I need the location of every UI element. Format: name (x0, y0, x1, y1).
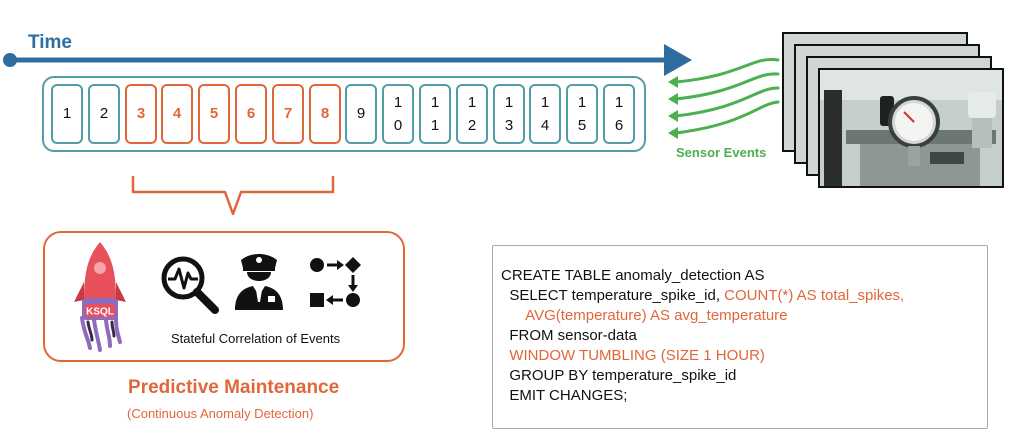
query-segment: FROM sensor-data (501, 327, 637, 344)
anomaly-magnifier-icon (161, 256, 219, 314)
event-slot-number: 1 0 (393, 93, 403, 134)
event-slot-number: 5 (209, 105, 219, 123)
query-line: SELECT temperature_spike_id, COUNT(*) AS… (501, 286, 979, 306)
event-slot: 5 (198, 84, 230, 144)
event-slot: 1 4 (529, 84, 561, 144)
query-code: CREATE TABLE anomaly_detection AS SELECT… (501, 266, 979, 406)
event-slot-number: 4 (172, 105, 182, 123)
stateful-correlation-label: Stateful Correlation of Events (171, 331, 341, 346)
event-slot-number: 3 (136, 105, 146, 123)
query-segment: WINDOW TUMBLING (SIZE 1 HOUR) (501, 347, 765, 364)
event-slot: 1 (51, 84, 83, 144)
ksql-logo-text: KSQL (86, 307, 114, 318)
time-label: Time (28, 32, 73, 53)
event-slot-number: 8 (320, 105, 330, 123)
event-slot: 1 0 (382, 84, 414, 144)
query-line: GROUP BY temperature_spike_id (501, 366, 979, 386)
event-slot-number: 1 (62, 105, 72, 123)
event-slot-number: 1 5 (577, 93, 587, 134)
event-slot: 7 (272, 84, 304, 144)
event-slot: 6 (235, 84, 267, 144)
event-slot-number: 1 4 (540, 93, 550, 134)
sensor-photo-gauge (818, 68, 1004, 188)
pressure-gauge-icon (820, 70, 1002, 186)
event-slot-number: 1 2 (467, 93, 477, 134)
ksql-query-box: CREATE TABLE anomaly_detection AS SELECT… (492, 245, 988, 429)
query-line: FROM sensor-data (501, 326, 979, 346)
event-slot: 8 (309, 84, 341, 144)
sensor-event-arrows (668, 57, 780, 139)
event-slot: 1 5 (566, 84, 598, 144)
query-segment: GROUP BY temperature_spike_id (501, 367, 737, 384)
event-stream (42, 76, 646, 152)
event-slot-number: 7 (283, 105, 293, 123)
sensor-events-label: Sensor Events (676, 145, 767, 160)
event-slot-number: 1 1 (430, 93, 440, 134)
flow-shapes-icon (310, 257, 361, 307)
event-slot: 9 (345, 84, 377, 144)
event-slot-number: 1 3 (504, 93, 514, 134)
query-segment: SELECT temperature_spike_id, (501, 287, 725, 304)
ksql-rocket-icon: KSQL (74, 242, 126, 352)
query-line: AVG(temperature) AS avg_temperature (501, 306, 979, 326)
event-slot: 4 (161, 84, 193, 144)
event-slot: 1 6 (603, 84, 635, 144)
query-line: CREATE TABLE anomaly_detection AS (501, 266, 979, 286)
predictive-maintenance-title: Predictive Maintenance (128, 377, 340, 398)
query-line: EMIT CHANGES; (501, 386, 979, 406)
predictive-maintenance-subtitle: (Continuous Anomaly Detection) (127, 406, 314, 421)
event-slot: 1 2 (456, 84, 488, 144)
event-slot: 3 (125, 84, 157, 144)
query-segment: CREATE TABLE anomaly_detection AS (501, 267, 765, 284)
predictive-maintenance-box (43, 231, 405, 362)
query-segment: AVG(temperature) AS avg_temperature (501, 307, 788, 324)
police-officer-icon (235, 254, 283, 310)
event-slot: 2 (88, 84, 120, 144)
event-slot: 1 3 (493, 84, 525, 144)
event-slot-number: 9 (356, 105, 366, 123)
event-slot: 1 1 (419, 84, 451, 144)
event-slot-number: 1 6 (614, 93, 624, 134)
event-slot-number: 2 (99, 105, 109, 123)
query-line: WINDOW TUMBLING (SIZE 1 HOUR) (501, 346, 979, 366)
query-segment: COUNT(*) AS total_spikes, (724, 287, 905, 304)
event-slot-number: 6 (246, 105, 256, 123)
query-segment: EMIT CHANGES; (501, 387, 628, 404)
